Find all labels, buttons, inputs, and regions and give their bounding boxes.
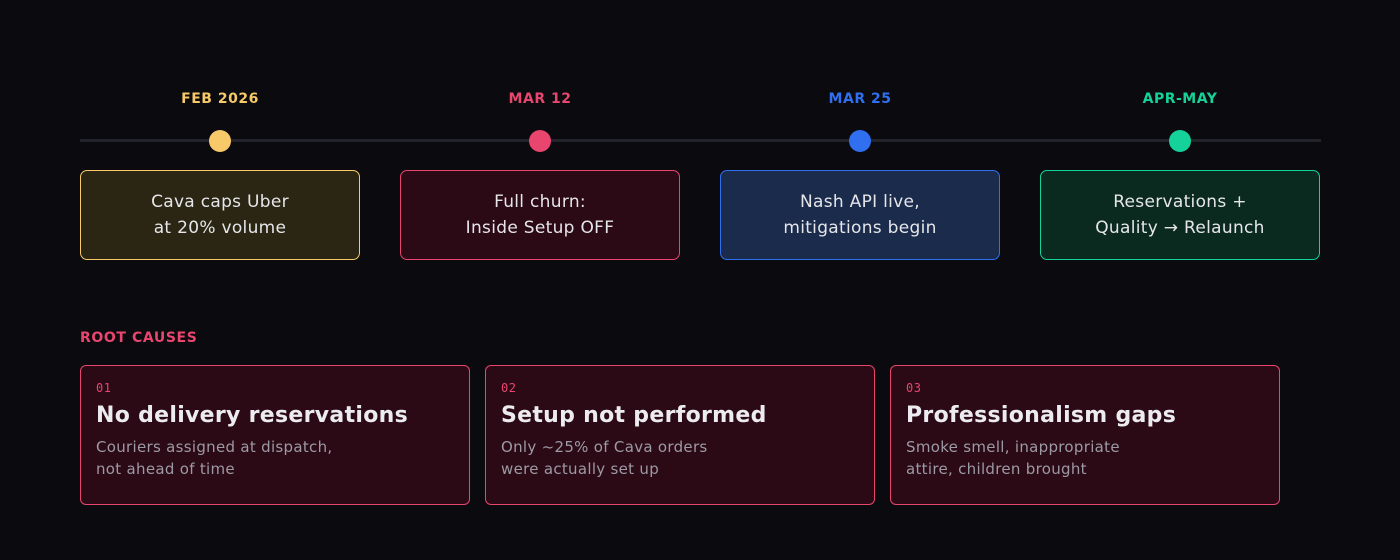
milestone-date: MAR 12 [508, 91, 572, 107]
milestone-text-line: Quality → Relaunch [1095, 218, 1265, 238]
root-cause-number: 02 [501, 381, 517, 395]
root-cause-title: Setup not performed [501, 403, 767, 428]
milestone-dot [849, 130, 871, 152]
root-cause-description-line: were actually set up [501, 460, 660, 478]
milestone-card: Nash API live, mitigations begin [720, 170, 1000, 260]
root-cause-card: 01 No delivery reservations Couriers ass… [80, 365, 470, 505]
milestone-text-line: mitigations begin [783, 218, 937, 238]
milestone-text-line: Cava caps Uber [151, 192, 289, 212]
root-cause-description-line: Smoke smell, inappropriate [906, 438, 1120, 456]
milestone-date: MAR 25 [828, 91, 892, 107]
root-cause-description-line: Couriers assigned at dispatch, [96, 438, 333, 456]
milestone-text-line: at 20% volume [153, 218, 287, 238]
milestone-dot [1169, 130, 1191, 152]
root-cause-description: Couriers assigned at dispatch, not ahead… [96, 436, 332, 480]
milestone-dot [209, 130, 231, 152]
root-cause-title: Professionalism gaps [906, 403, 1177, 428]
milestone-card: Cava caps Uber at 20% volume [80, 170, 360, 260]
milestone-text-line: Inside Setup OFF [465, 218, 615, 238]
milestone-text-line: Reservations + [1113, 192, 1247, 212]
milestone-card: Reservations + Quality → Relaunch [1040, 170, 1320, 260]
root-cause-description-line: Only ~25% of Cava orders [501, 438, 708, 456]
root-cause-number: 01 [96, 381, 112, 395]
root-cause-card: 03 Professionalism gaps Smoke smell, ina… [890, 365, 1280, 505]
root-cause-description-line: attire, children brought [906, 460, 1087, 478]
root-causes-heading: ROOT CAUSES [80, 330, 198, 346]
milestone-text-line: Nash API live, [799, 192, 921, 212]
milestone-dot [529, 130, 551, 152]
root-cause-title: No delivery reservations [96, 403, 408, 428]
root-cause-description: Smoke smell, inappropriate attire, child… [906, 436, 1120, 480]
root-cause-description: Only ~25% of Cava orders were actually s… [501, 436, 708, 480]
root-cause-card: 02 Setup not performed Only ~25% of Cava… [485, 365, 875, 505]
milestone-text-line: Full churn: [494, 192, 586, 212]
milestone-date: APR-MAY [1142, 91, 1218, 107]
timeline-track [80, 139, 1321, 142]
root-cause-description-line: not ahead of time [96, 460, 235, 478]
milestone-card: Full churn: Inside Setup OFF [400, 170, 680, 260]
milestone-date: FEB 2026 [181, 91, 259, 107]
root-cause-number: 03 [906, 381, 922, 395]
